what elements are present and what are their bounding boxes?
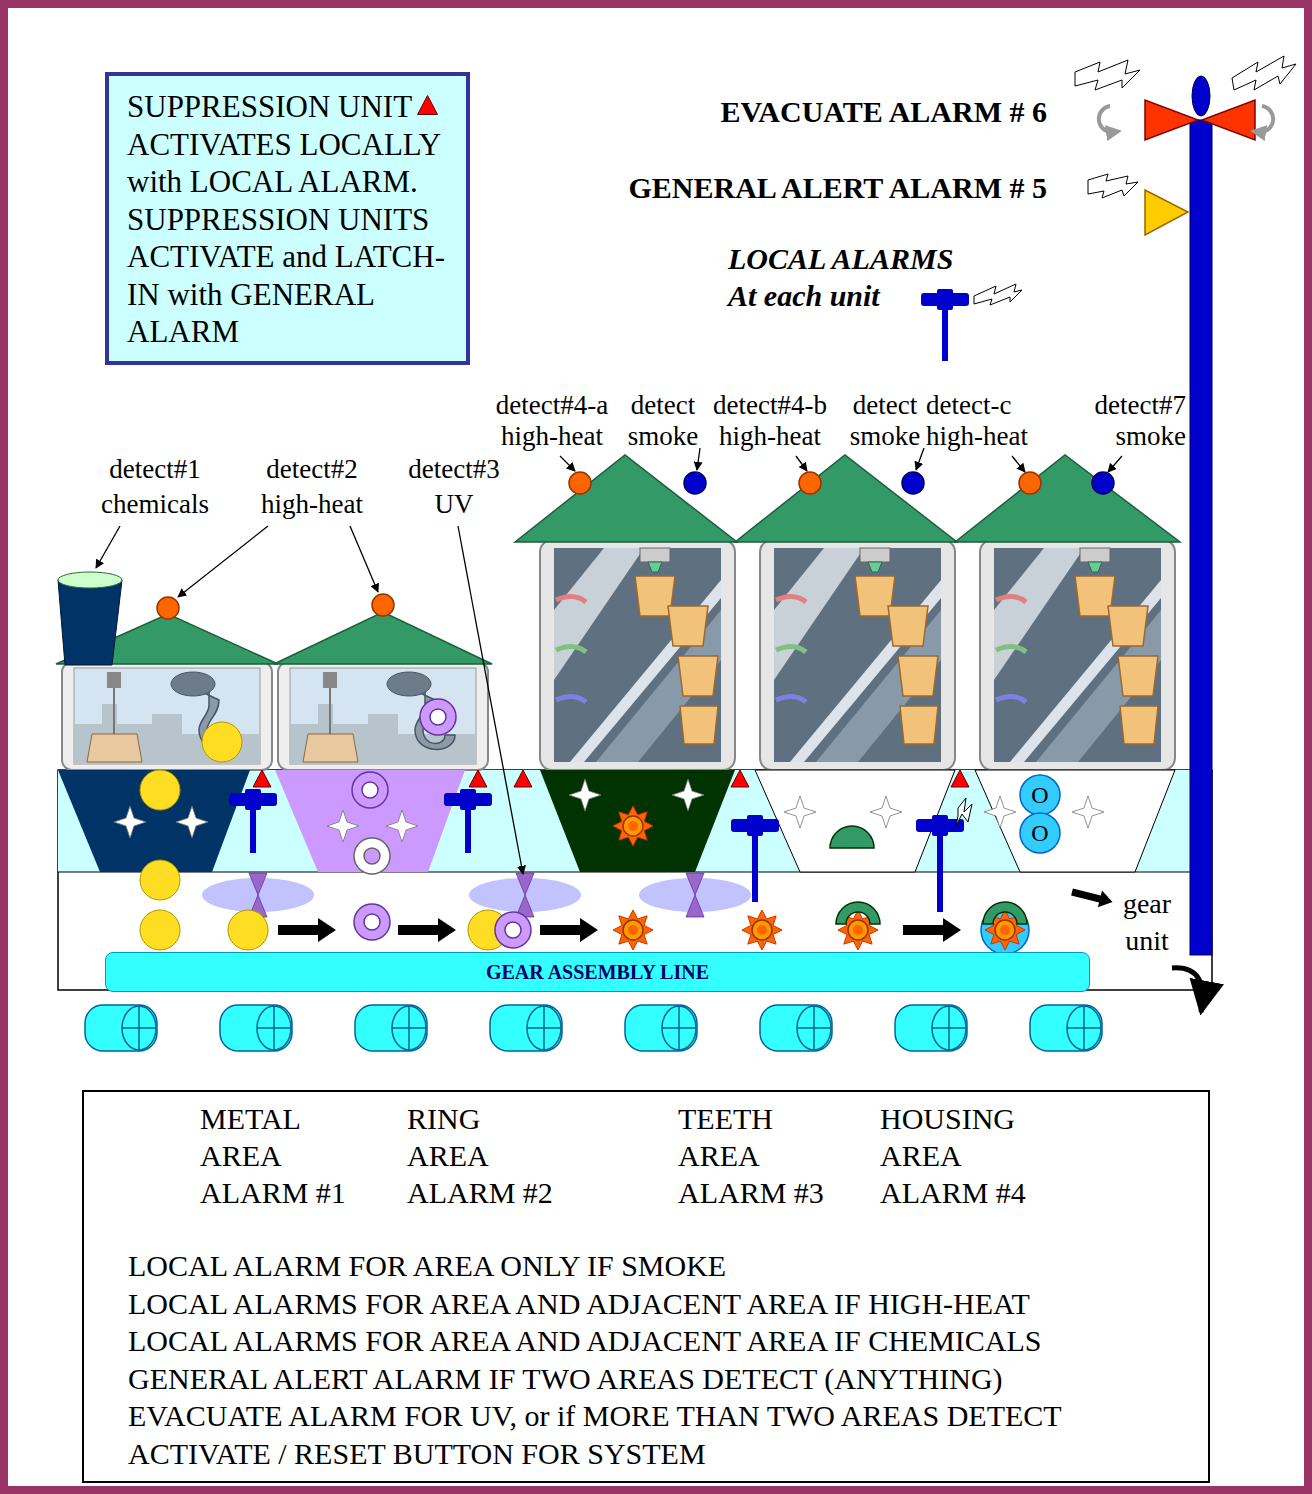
rule-text: LOCAL ALARMS FOR AREA AND ADJACENT AREA … [128, 1285, 1030, 1323]
rule-text: LOCAL ALARM FOR AREA ONLY IF SMOKE [128, 1247, 726, 1285]
parts-flow [140, 884, 1203, 1012]
area-alarm-label: HOUSING AREA ALARM #4 [880, 1100, 1035, 1211]
alarm-label: EVACUATE ALARM # 6 [620, 92, 1047, 132]
leader-lines [96, 448, 1122, 874]
detector-label: detect#2 high-heat [250, 452, 374, 522]
alarm-label: LOCAL ALARMS At each unit [728, 240, 980, 314]
detector-label: detect#7 smoke [1086, 390, 1186, 452]
area-alarm-label: TEETH AREA ALARM #3 [678, 1100, 833, 1211]
page-frame [4, 4, 1308, 1490]
note-box: SUPPRESSION UNIT ACTIVATES LOCALLY with … [105, 72, 470, 365]
detector-label: detect#1 chemicals [95, 452, 215, 522]
assembly-line-band: GEAR ASSEMBLY LINE [105, 952, 1090, 992]
alarm-label: GENERAL ALERT ALARM # 5 [540, 168, 1047, 208]
machine-units [56, 455, 1180, 770]
rule-text: GENERAL ALERT ALARM IF TWO AREAS DETECT … [128, 1360, 1003, 1398]
suppression-units [253, 770, 969, 787]
alarm-pole [1075, 56, 1296, 955]
note-text: SUPPRESSION UNIT ACTIVATES LOCALLY with … [127, 88, 462, 351]
part-letter: O [1025, 818, 1055, 848]
rule-text: LOCAL ALARMS FOR AREA AND ADJACENT AREA … [128, 1322, 1041, 1360]
detector-label: detect#4-b high-heat [708, 390, 832, 452]
band-title: GEAR ASSEMBLY LINE [486, 960, 709, 984]
hoppers [58, 770, 1175, 900]
rule-text: ACTIVATE / RESET BUTTON FOR SYSTEM [128, 1435, 706, 1473]
part-letter: O [1025, 780, 1055, 810]
area-alarm-label: RING AREA ALARM #2 [407, 1100, 562, 1211]
rule-text: EVACUATE ALARM FOR UV, or if MORE THAN T… [128, 1397, 1062, 1435]
suppression-triangle [418, 96, 438, 115]
output-label: gear unit [1112, 885, 1182, 959]
legend-panel: METAL AREA ALARM #1 RING AREA ALARM #2 TEE… [82, 1090, 1210, 1483]
conveyor-rollers [85, 1005, 1102, 1051]
detector-label: detect#4-a high-heat [492, 390, 612, 452]
detector-label: detect smoke [623, 390, 703, 452]
valves [202, 873, 751, 917]
detector-label: detect#3 UV [398, 452, 510, 522]
local-alarms [229, 284, 1022, 912]
detector-label: detect-c high-heat [926, 390, 1036, 452]
area-alarm-label: METAL AREA ALARM #1 [200, 1100, 355, 1211]
detector-label: detect smoke [845, 390, 925, 452]
